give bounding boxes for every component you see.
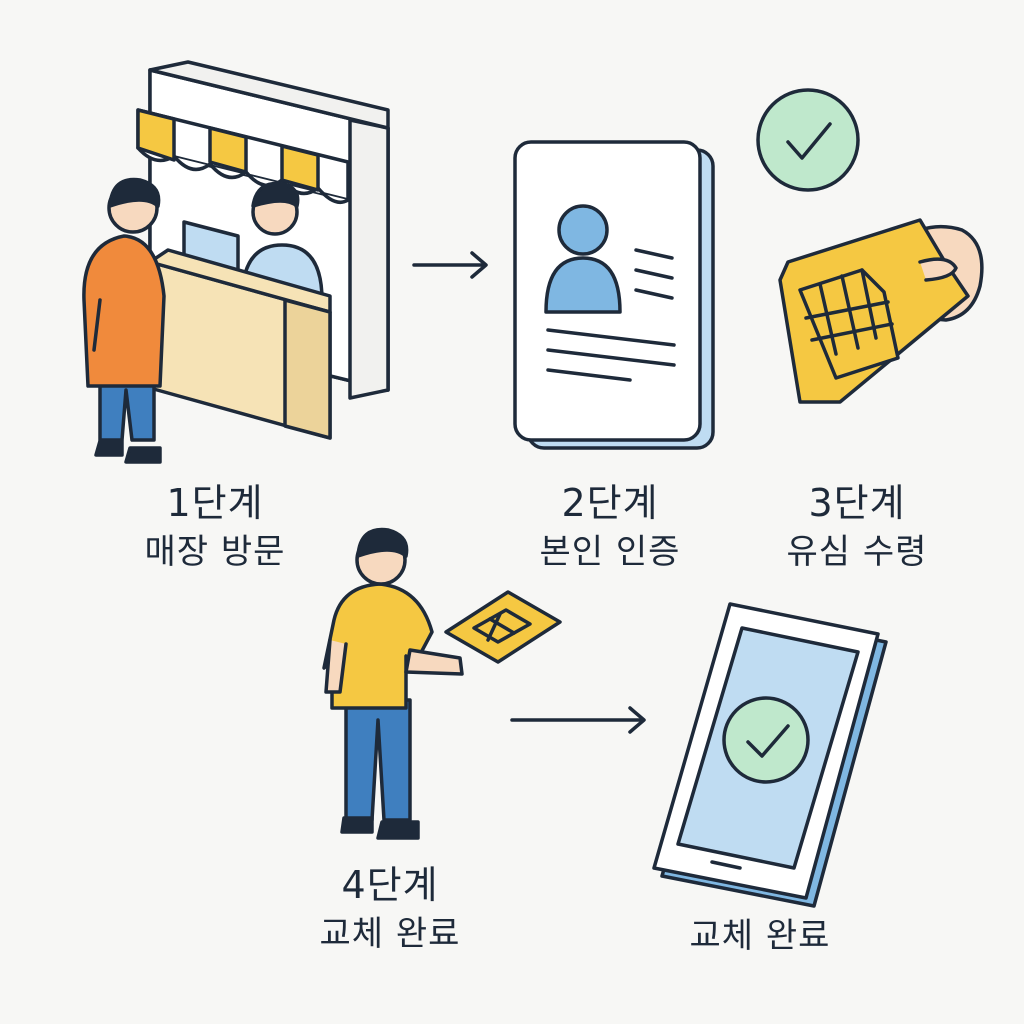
step-title: 3단계: [808, 481, 906, 525]
step-2-label: 2단계 본인 인증: [505, 478, 715, 576]
arrow-right-icon: [412, 251, 488, 279]
check-circle-icon: [756, 88, 860, 192]
person-with-sim-icon: [322, 527, 562, 840]
step-title: 2단계: [561, 481, 659, 525]
final-caption: 교체 완료: [689, 916, 831, 956]
arrow-right-icon: [510, 706, 646, 734]
step-description: 매장 방문: [144, 532, 286, 572]
step-description: 본인 인증: [539, 532, 681, 572]
store-icon: [82, 60, 390, 464]
step-description: 교체 완료: [319, 914, 461, 954]
sim-card-icon: [778, 218, 984, 404]
step-3-label: 3단계 유심 수령: [752, 478, 962, 576]
step-4-label: 4단계 교체 완료: [285, 860, 495, 958]
id-card-icon: [513, 140, 715, 450]
step-title: 1단계: [166, 481, 264, 525]
step-1-label: 1단계 매장 방문: [110, 478, 320, 576]
step-title: 4단계: [341, 863, 439, 907]
smartphone-check-icon: [652, 602, 888, 908]
step-description: 유심 수령: [786, 532, 928, 572]
